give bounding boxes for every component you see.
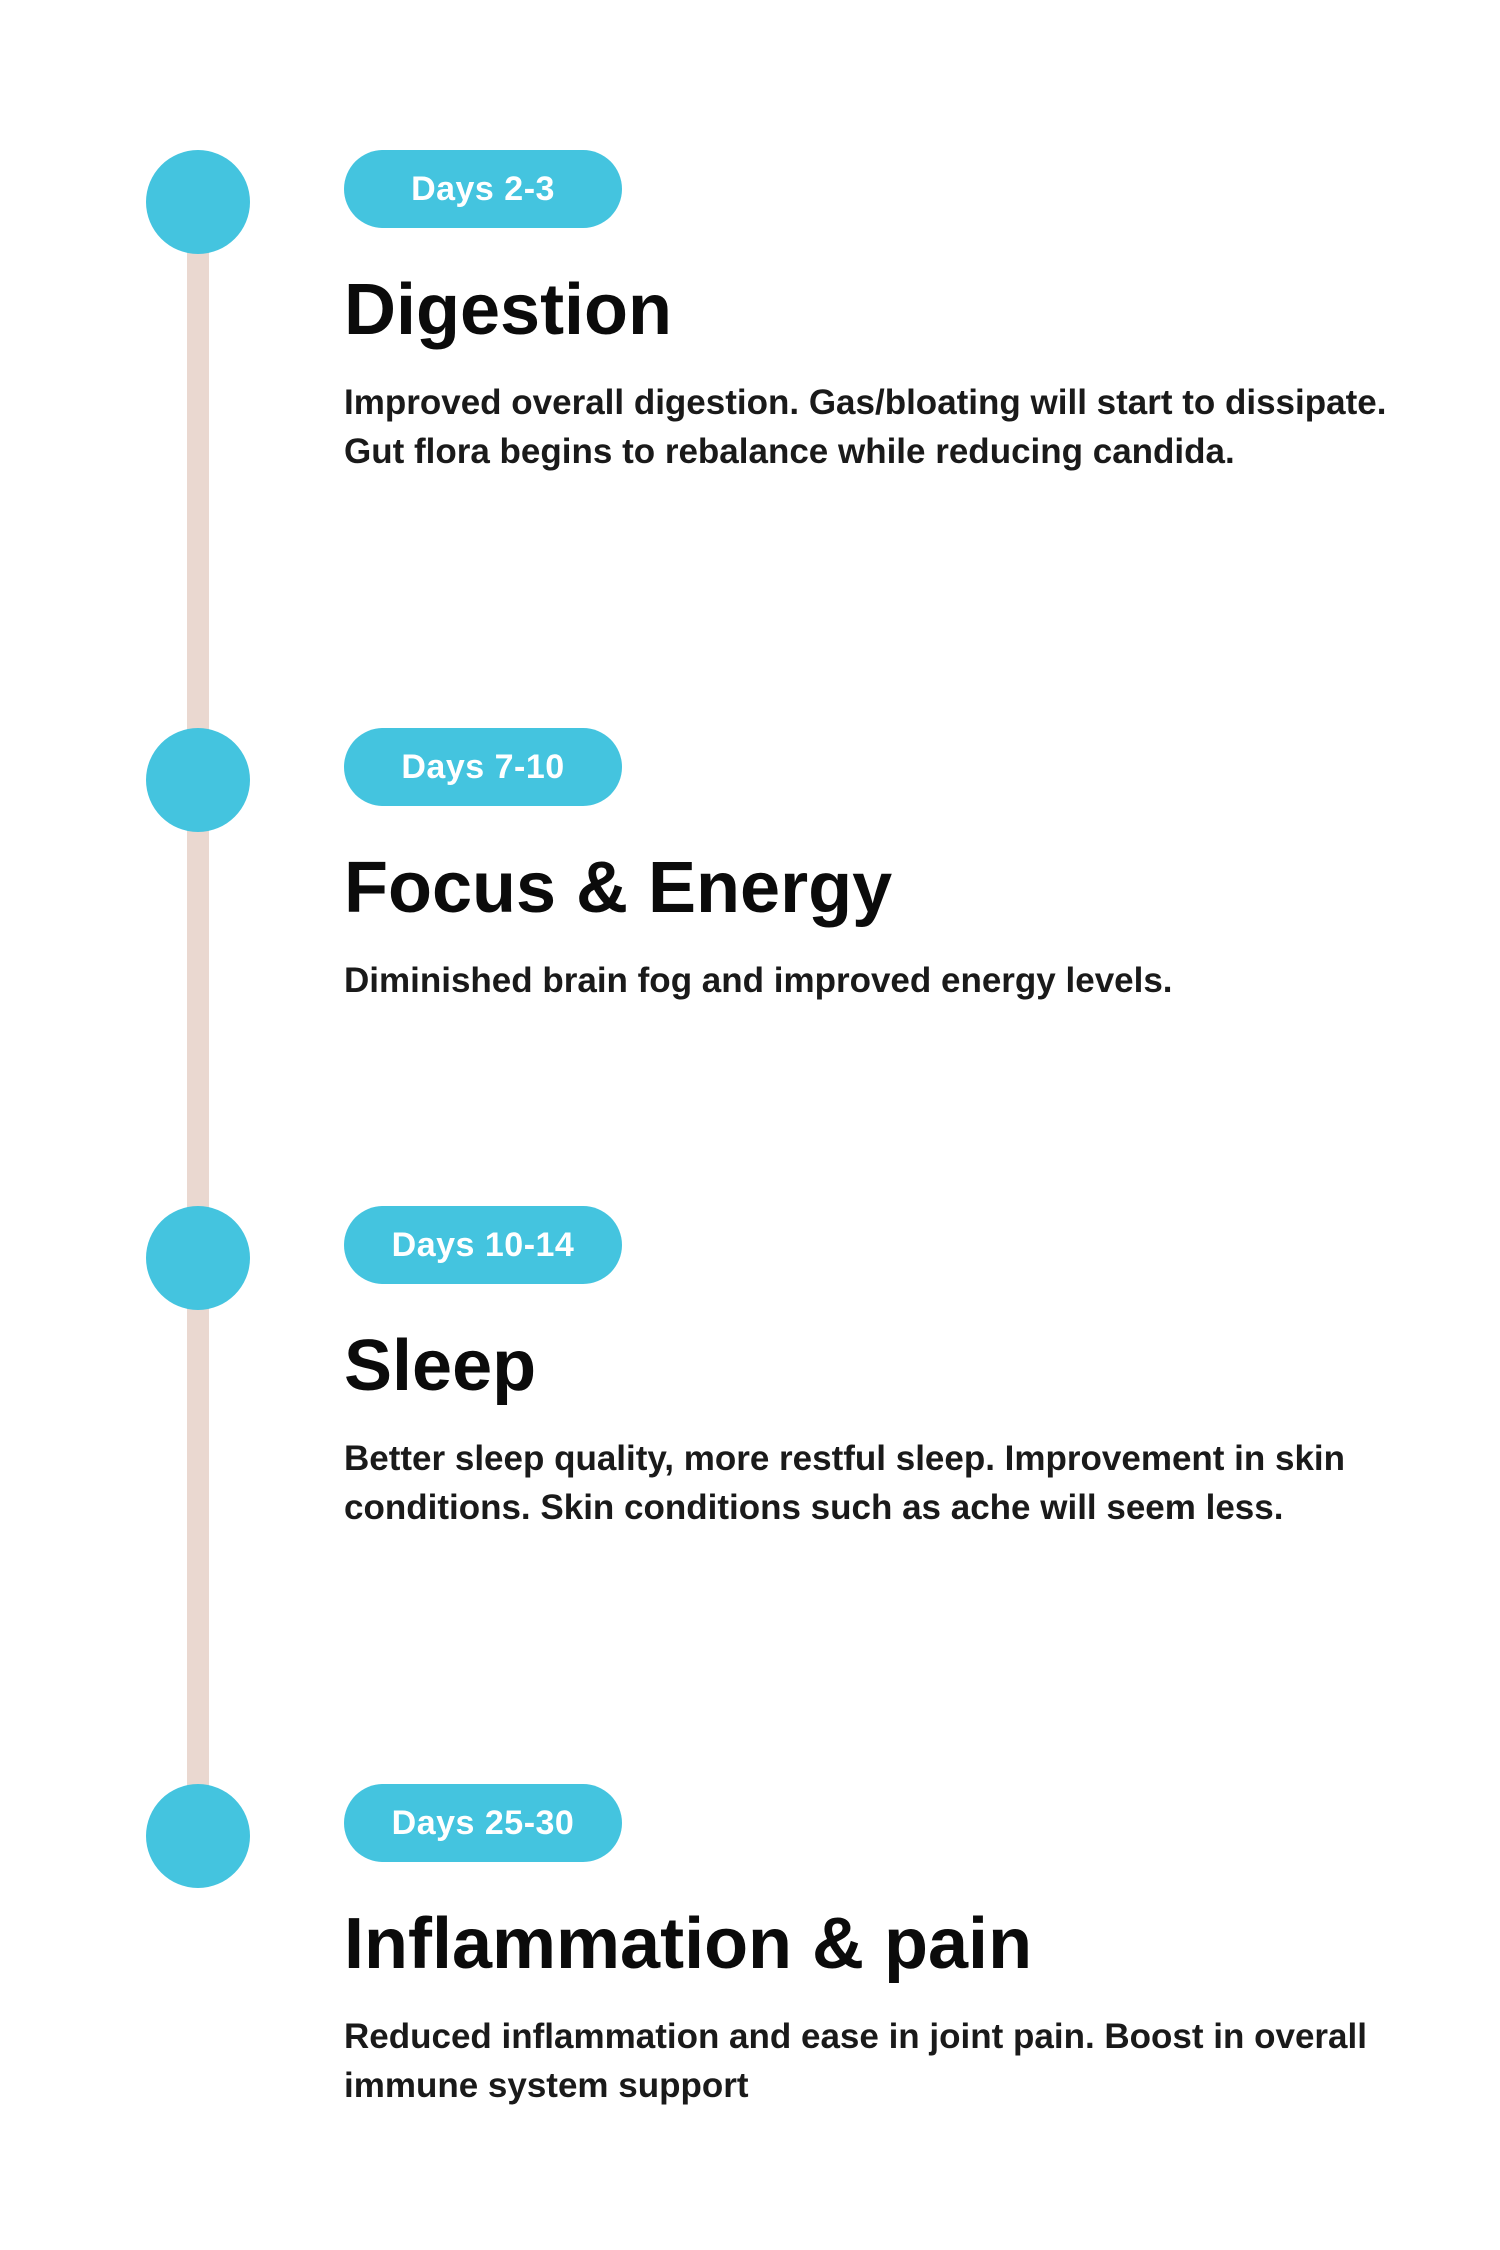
milestone-title: Sleep [344, 1326, 537, 1406]
timeline-dot [146, 728, 250, 832]
days-badge: Days 2-3 [344, 150, 622, 228]
milestone-description: Better sleep quality, more restful sleep… [344, 1439, 1346, 1527]
milestone-description: Reduced inflammation and ease in joint p… [344, 2017, 1367, 2105]
milestone-description: Diminished brain fog and improved energy… [344, 961, 1173, 1000]
milestone-title: Focus & Energy [344, 848, 893, 928]
milestone-title: Inflammation & pain [344, 1904, 1033, 1984]
days-badge: Days 10-14 [344, 1206, 622, 1284]
timeline-dot [146, 1784, 250, 1888]
milestone-description: Improved overall digestion. Gas/bloating… [344, 383, 1387, 471]
timeline-dot [146, 150, 250, 254]
days-badge: Days 7-10 [344, 728, 622, 806]
days-badge: Days 25-30 [344, 1784, 622, 1862]
timeline-line [187, 200, 209, 1820]
timeline-dot [146, 1206, 250, 1310]
milestone-title: Digestion [344, 270, 673, 350]
